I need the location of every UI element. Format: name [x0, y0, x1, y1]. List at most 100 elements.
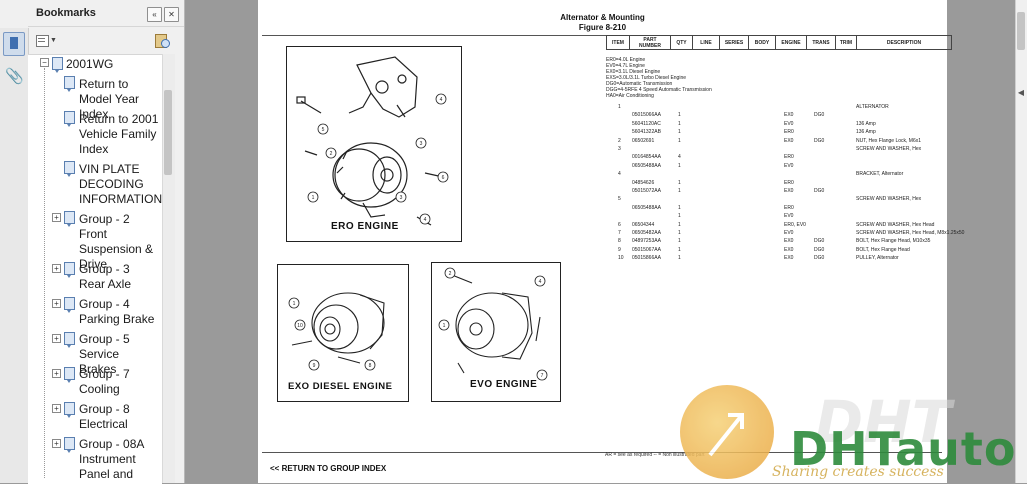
col-trans: TRANS [806, 35, 836, 50]
bookmark-item-group-5[interactable]: Group - 5 Service Brakes [79, 332, 130, 376]
table-cell-qty: 1 [678, 213, 681, 220]
table-cell-engine: EV0 [784, 213, 794, 220]
table-cell-engine: ER0 [784, 204, 794, 211]
col-series: SERIES [719, 35, 749, 50]
bookmark-panel-icon[interactable] [3, 32, 25, 56]
table-cell-qty: 1 [678, 129, 681, 136]
sidebar-scrollbar-thumb[interactable] [164, 90, 172, 175]
options-menu-button[interactable]: ▼ [36, 33, 57, 48]
table-cell-part: 06505488AA [632, 204, 661, 211]
expand-toggle-icon[interactable]: + [52, 439, 61, 448]
divider [262, 452, 942, 453]
col-trim: TRIM [835, 35, 857, 50]
bookmark-item-vehicle-family-index[interactable]: Return to 2001 Vehicle Family Index [79, 112, 159, 156]
table-cell-part: 56041322AB [632, 129, 661, 136]
bookmark-item-vin-plate[interactable]: VIN PLATE DECODING INFORMATION [79, 162, 163, 206]
expand-toggle-icon[interactable]: + [52, 213, 61, 222]
table-cell-part: 06505482AA [632, 230, 661, 236]
table-cell-desc: SCREW AND WASHER, Hex [856, 146, 922, 152]
svg-text:2: 2 [330, 151, 333, 157]
bookmark-item-group-2[interactable]: Group - 2 Front Suspension & Drive [79, 212, 154, 271]
expand-toggle-icon[interactable]: − [40, 58, 49, 67]
figure-title: Alternator & Mounting [560, 13, 645, 22]
bookmark-item-2001wg[interactable]: 2001WG [66, 57, 114, 71]
bookmark-icon [64, 437, 75, 453]
svg-text:3: 3 [420, 141, 423, 147]
table-cell-part: 05015072AA [632, 188, 661, 194]
table-cell-desc: PULLEY, Alternator [856, 255, 899, 262]
watermark-shadow-logo: DHT [815, 388, 952, 456]
col-engine: ENGINE [775, 35, 807, 50]
bookmark-item-group-4[interactable]: Group - 4 Parking Brake [79, 297, 155, 326]
bookmark-icon [52, 57, 63, 73]
svg-text:2: 2 [449, 271, 452, 277]
document-scrollbar[interactable] [1015, 0, 1027, 483]
watermark-logo: DHTauto [790, 422, 1017, 476]
table-cell-item: 10 [618, 255, 624, 262]
table-cell-trans: DG0 [814, 188, 825, 194]
expand-toggle-icon[interactable]: + [52, 404, 61, 413]
table-cell-desc: BRACKET, Alternator [856, 171, 904, 178]
close-panel-button[interactable]: ✕ [164, 7, 179, 22]
table-cell-engine: EX0 [784, 255, 794, 262]
ero-engine-caption: ERO ENGINE [331, 221, 399, 232]
return-to-group-index-link[interactable]: << RETURN TO GROUP INDEX [270, 464, 387, 473]
table-cell-engine: ER0 [784, 154, 794, 161]
find-bookmark-icon[interactable] [155, 34, 170, 48]
table-cell-trans: DG0 [814, 246, 825, 253]
bookmark-item-group-08a[interactable]: Group - 08A Instrument Panel and [79, 437, 144, 481]
table-cell-engine: EV0 [784, 230, 794, 236]
table-cell-part: 05015866AA [632, 255, 661, 262]
bookmark-icon [64, 367, 75, 383]
col-description: DESCRIPTION [856, 35, 952, 50]
table-cell-trans: DG0 [814, 137, 825, 144]
table-cell-engine: ER0 [784, 179, 794, 186]
svg-text:4: 4 [539, 279, 542, 285]
table-cell-engine: EX0 [784, 246, 794, 253]
table-cell-engine: ER0, EV0 [784, 221, 806, 228]
table-cell-item: 1 [618, 104, 621, 110]
bookmark-item-group-7[interactable]: Group - 7 Cooling [79, 367, 130, 396]
bookmark-item-model-year-index[interactable]: Return to Model Year Index [79, 77, 140, 121]
bookmark-icon [64, 111, 75, 127]
bookmarks-title: Bookmarks [36, 7, 96, 19]
table-cell-engine: EV0 [784, 120, 794, 127]
table-cell-desc: NUT, Hex Flange Lock, M6x1 [856, 137, 922, 144]
bookmark-icon [64, 262, 75, 278]
collapse-panel-button[interactable]: « [147, 7, 162, 22]
alternator-diagram: 453 261 34 [296, 56, 449, 226]
table-cell-item: 8 [618, 238, 621, 245]
watermark-logo-circle [680, 385, 774, 479]
table-cell-qty: 1 [678, 188, 681, 194]
table-cell-item: 2 [618, 137, 621, 144]
expand-toggle-icon[interactable]: + [52, 369, 61, 378]
table-cell-desc: ALTERNATOR [856, 104, 889, 110]
bookmark-item-group-8[interactable]: Group - 8 Electrical [79, 402, 130, 431]
bookmark-icon [64, 332, 75, 348]
table-cell-part: 06505488AA [632, 162, 661, 169]
document-scrollbar-thumb[interactable] [1017, 12, 1025, 50]
expand-toggle-icon[interactable]: + [52, 264, 61, 273]
scroll-right-icon[interactable]: ◀ [1017, 88, 1025, 97]
table-cell-desc: SCREW AND WASHER, Hex Head [856, 221, 935, 228]
table-cell-qty: 1 [678, 137, 681, 144]
bookmark-icon [64, 297, 75, 313]
table-cell-item: 4 [618, 171, 621, 178]
expand-toggle-icon[interactable]: + [52, 299, 61, 308]
expand-toggle-icon[interactable]: + [52, 334, 61, 343]
bookmark-item-group-3[interactable]: Group - 3 Rear Axle [79, 262, 132, 291]
attachment-icon[interactable]: 📎 [5, 68, 24, 85]
svg-text:10: 10 [297, 323, 303, 329]
table-cell-qty: 1 [678, 246, 681, 253]
table-cell-item: 3 [618, 146, 621, 152]
bookmark-icon [64, 402, 75, 418]
table-cell-item: 9 [618, 246, 621, 253]
abbreviation-legend: ER0=4.0L Engine EV0=4.7L Engine EX0=3.1L… [606, 57, 712, 99]
